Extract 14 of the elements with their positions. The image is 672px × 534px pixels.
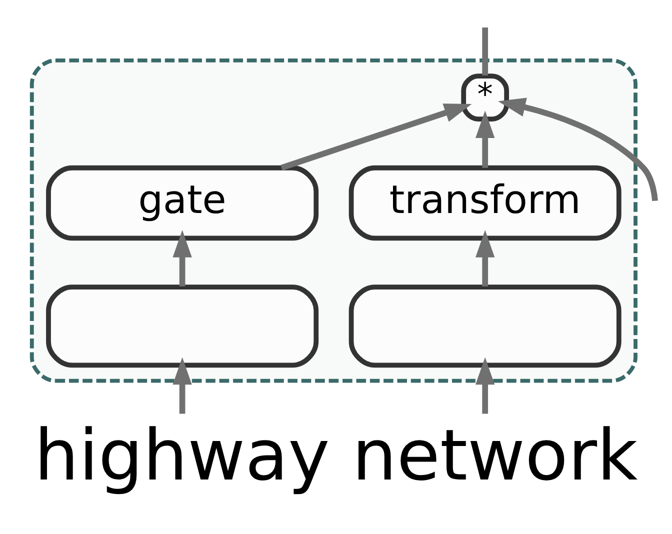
node-box (348, 284, 622, 368)
node-box: gate (46, 164, 319, 240)
arrow (172, 356, 192, 414)
cluster (30, 58, 638, 382)
node-box: transform (348, 164, 622, 240)
arrow (476, 356, 495, 414)
arrow (475, 229, 495, 286)
arrow (475, 110, 495, 168)
arrow (498, 97, 658, 201)
arrow (172, 229, 192, 286)
caption: highway network (34, 414, 638, 496)
connector (482, 27, 488, 75)
node-box (46, 284, 319, 368)
arrow (280, 103, 472, 170)
